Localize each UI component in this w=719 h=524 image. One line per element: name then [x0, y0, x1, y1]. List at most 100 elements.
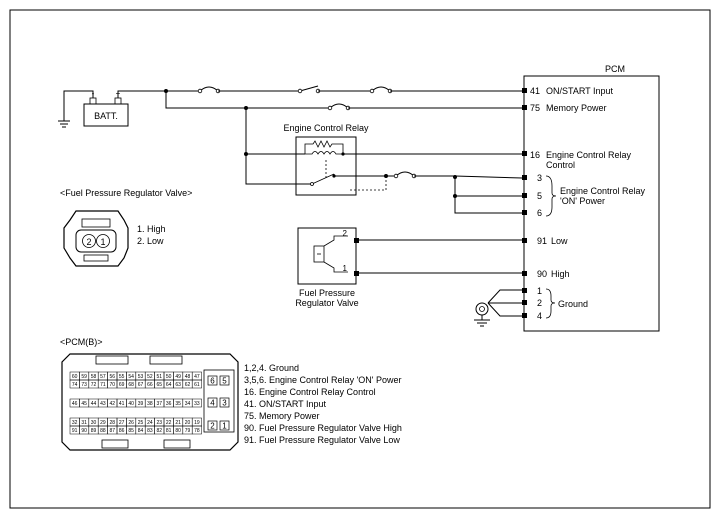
pcm-connector-pin-label: 55	[119, 374, 125, 380]
pcm-connector-top-key-2	[149, 355, 183, 365]
pcm-pin-41-num: 41	[530, 86, 540, 96]
pcm-pin-4: 4	[522, 311, 542, 321]
pcm-pin-41-terminal	[522, 88, 527, 93]
pcm-connector-pin-label: 41	[119, 401, 125, 407]
pcm-pin-16-label: Engine Control Relay	[546, 150, 632, 160]
fuse-2-icon	[371, 86, 391, 92]
pcm-connector-pin-label: 45	[81, 401, 87, 407]
pcm-connector-pin-label: 52	[147, 374, 153, 380]
pcm-connector-side-pin-label: 5	[222, 377, 227, 386]
ground-wiring	[474, 289, 522, 327]
pcm-connector-pin-label: 26	[128, 420, 134, 426]
pcm-connector-pin-label: 64	[166, 382, 172, 388]
pcm-pin-90-terminal	[522, 271, 527, 276]
pcm-connector-legend: 1,2,4. Ground 3,5,6. Engine Control Rela…	[244, 363, 402, 445]
fprv-pin-bottom: 1	[343, 264, 348, 273]
relay-switch-arm	[311, 173, 335, 185]
battery-label: BATT.	[94, 111, 118, 121]
fuse-4-icon	[395, 171, 415, 177]
fprv-component: 2 1 Fuel Pressure Regulator Valve	[295, 227, 522, 308]
pcm-connector-pin-label: 61	[194, 382, 200, 388]
pcm-pin-3-terminal	[522, 175, 527, 180]
pcm-connector-pin-label: 82	[157, 428, 163, 434]
relay-dashed-return	[350, 176, 387, 191]
wire-3	[414, 175, 523, 179]
pcm-connector-pin-label: 54	[128, 374, 134, 380]
fprv-connector-pin-1-ring	[96, 234, 110, 248]
pcm-legend-1: 1,2,4. Ground	[244, 363, 299, 373]
pcm-connector-pin-label: 66	[147, 382, 153, 388]
fprv-connector-latch	[81, 218, 111, 228]
pcm-connector-side-cell-5	[219, 375, 230, 386]
pcm-connector-pin-label: 74	[72, 382, 78, 388]
pcm-connector-pin-label: 68	[128, 382, 134, 388]
pcm-pin-2: 2	[522, 298, 542, 308]
relay-output-wire	[333, 174, 386, 177]
pcm-connector-side-cell-4	[207, 397, 218, 408]
pcm-pin-75: 75 Memory Power	[522, 103, 607, 113]
fprv-label-line1: Fuel Pressure	[299, 288, 355, 298]
ground-group-label: Ground	[558, 299, 588, 309]
fuse-2-end-a	[369, 88, 375, 94]
pcm-pin-2-num: 2	[537, 298, 542, 308]
pcm-legend-5: 75. Memory Power	[244, 411, 320, 421]
pcm-connector-pin-label: 19	[194, 420, 200, 426]
relay-label: Engine Control Relay	[283, 123, 369, 133]
pcm-legend-6: 90. Fuel Pressure Regulator Valve High	[244, 423, 402, 433]
pcm-connector-pin-label: 90	[81, 428, 87, 434]
fuse-3-icon	[329, 103, 349, 109]
battery-neg-terminal	[89, 97, 97, 105]
pcm-connector-pin-label: 78	[194, 428, 200, 434]
fprv-lead-bottom	[323, 261, 348, 273]
pcm-connector-pin-label: 53	[138, 374, 144, 380]
fprv-connector-pin-2-ring	[82, 234, 96, 248]
pcm-connector-pin-label: 44	[91, 401, 97, 407]
pcm-connector-pin-label: 87	[110, 428, 116, 434]
pcm-connector-side-cell-3	[219, 397, 230, 408]
pcm-connector-side-pin-label: 4	[210, 399, 215, 408]
pcm-pin-16: 16 Engine Control Relay Control	[522, 150, 632, 170]
fprv-lead-top	[323, 235, 348, 247]
pcm-connector-pin-label: 43	[100, 401, 106, 407]
pcm-pin-91: 91 Low	[522, 236, 568, 246]
fprv-solenoid-icon	[313, 245, 325, 263]
fprv-connector-view: <Fuel Pressure Regulator Valve> 2 1 1. H…	[60, 188, 192, 267]
fuse-1-end-a	[197, 88, 203, 94]
pcm-legend-3: 16. Engine Control Relay Control	[244, 387, 376, 397]
fprv-legend-1: 1. High	[137, 224, 166, 234]
fuse-1-icon	[199, 86, 219, 92]
pcm-connector-side-pin-label: 2	[210, 422, 215, 431]
pcm-connector-pin-label: 40	[128, 401, 134, 407]
pcm-pin-91-num: 91	[537, 236, 547, 246]
pcm-connector-pin-label: 31	[81, 420, 87, 426]
battery-ground-wire	[63, 90, 94, 121]
splice-top	[164, 89, 168, 93]
fuse-4-end-a	[393, 173, 399, 179]
fprv-legend-2: 2. Low	[137, 236, 164, 246]
pcm-title: PCM	[605, 64, 625, 74]
ground-eyelet-hole	[479, 306, 485, 312]
pcm-connector-pin-label: 51	[157, 374, 163, 380]
fprv-terminal-1	[354, 271, 359, 276]
pcm-connector-pin-label: 80	[175, 428, 181, 434]
pcm-pin-75-terminal	[522, 105, 527, 110]
pcm-connector-title: <PCM(B)>	[60, 337, 103, 347]
pcm-pin-75-label: Memory Power	[546, 103, 607, 113]
pcm-connector-pin-label: 47	[194, 374, 200, 380]
fprv-connector-shell	[63, 210, 129, 267]
pcm-pin-90-label: High	[551, 269, 570, 279]
relay-power-group-line1: Engine Control Relay	[560, 186, 646, 196]
pcm-connector-cell-78	[191, 425, 202, 435]
pcm-pin-90-num: 90	[537, 269, 547, 279]
battery: BATT. - +	[58, 89, 129, 128]
pcm-connector-pin-label: 62	[185, 382, 191, 388]
relay-power-group-line2: 'ON' Power	[560, 196, 605, 206]
pcm-connector-cell-61	[191, 379, 202, 389]
pcm-connector-pin-label: 30	[91, 420, 97, 426]
pcm-connector-pin-label: 89	[91, 428, 97, 434]
relay-switch-pivot	[310, 182, 314, 186]
pcm-connector-pin-label: 56	[110, 374, 116, 380]
wire-ground-1	[487, 289, 522, 304]
wire-75-seg1	[165, 91, 330, 109]
